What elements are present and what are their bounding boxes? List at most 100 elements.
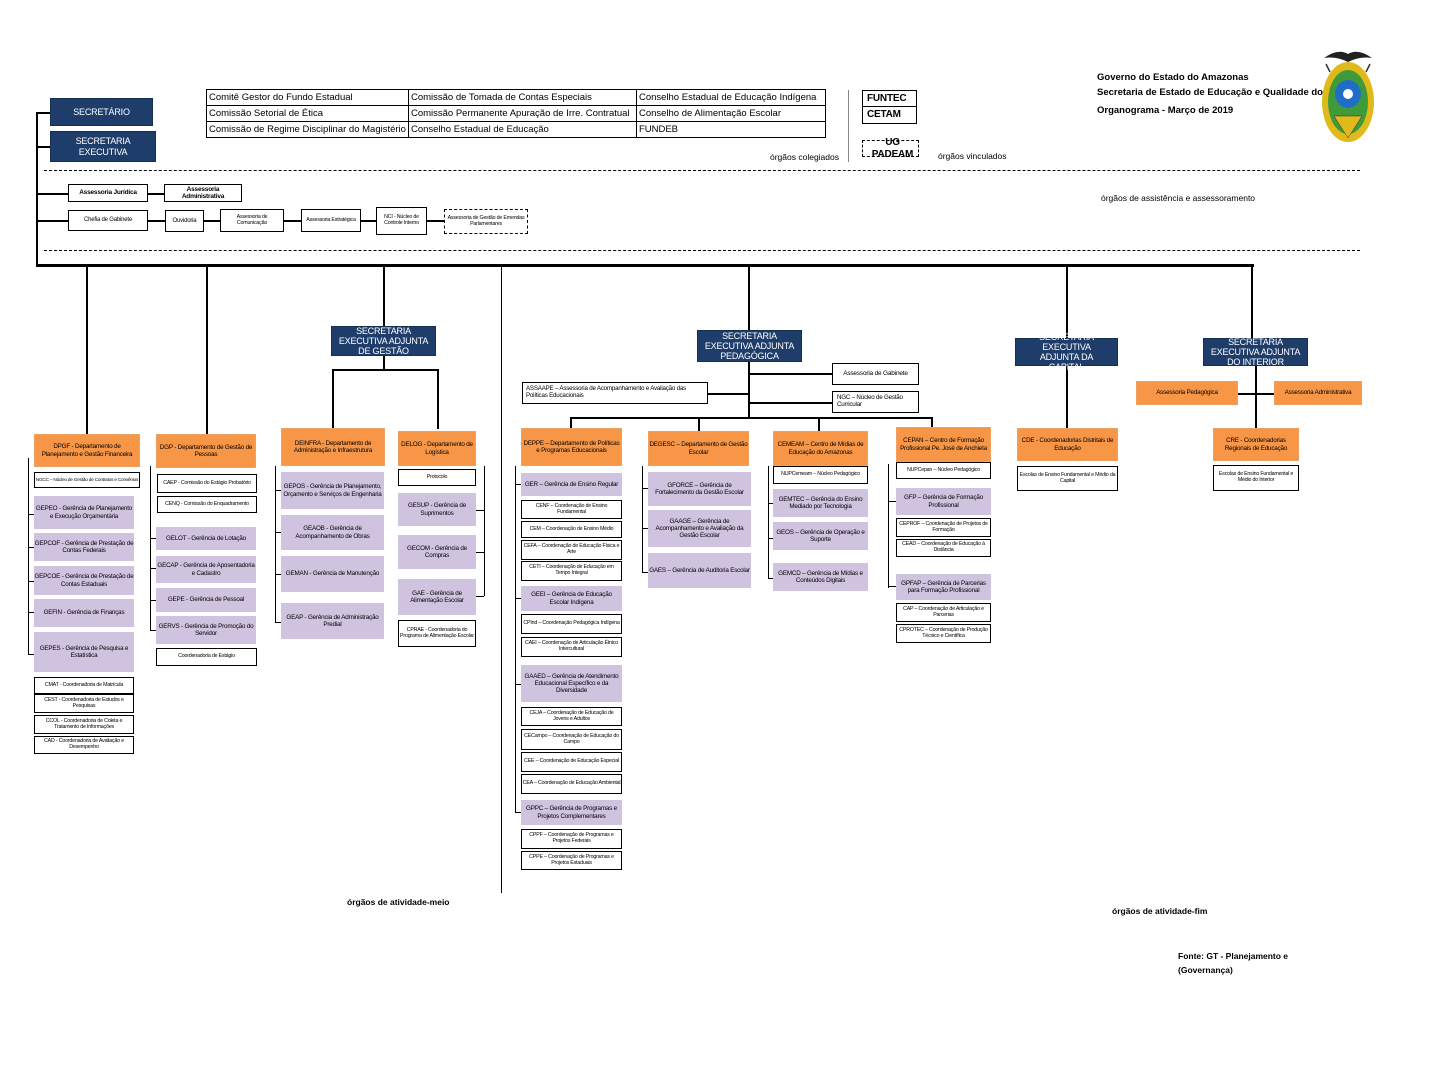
gepos-box[interactable]: GEPOS - Gerência de Planejamento, Orçame… [281,472,384,509]
geos-box[interactable]: GEOS – Gerência de Operação e Suporte [773,522,868,550]
cpind-box[interactable]: CPInd – Coordenação Pedagógica Indígena [521,614,622,634]
chefia-gabinete-box[interactable]: Chefia de Gabinete [68,210,148,231]
assessoria-juridica-box[interactable]: Assessoria Jurídica [68,184,148,202]
seag-box[interactable]: SECRETARIA EXECUTIVA ADJUNTA DE GESTÃO [331,326,436,356]
gaage-box[interactable]: GAAGE – Gerência de Acompanhamento e Ava… [648,510,751,547]
cap-box[interactable]: CAP – Coordenação de Articulação e Parce… [896,603,991,622]
deinfra-box[interactable]: DEINFRA - Departamento de Administração … [281,428,385,466]
cmat-box[interactable]: CMAT - Coordenadoria de Matrícula [34,677,134,694]
seai-box[interactable]: SECRETARIA EXECUTIVA ADJUNTA DO INTERIOR [1203,337,1308,367]
assessoria-administrativa-interior-box[interactable]: Assessoria Administrativa [1274,381,1362,405]
connector [383,265,385,327]
connector [888,464,889,588]
cem-box[interactable]: CEM – Coordenação de Ensino Médio [521,521,622,538]
geap-box[interactable]: GEAP - Gerência de Administração Predial [281,603,384,639]
connector [570,417,572,428]
geman-box[interactable]: GEMAN - Gerência de Manutenção [281,556,384,592]
cead-box[interactable]: CEAD – Coordenação de Educação à Distânc… [896,539,991,557]
cad-box[interactable]: CAD - Coordenadoria de Avaliação e Desem… [34,736,134,754]
assessoria-gabinete-box[interactable]: Assessoria de Gabinete [832,363,919,385]
connector [888,586,896,587]
connector [28,458,29,654]
ngc-box[interactable]: NGC – Núcleo de Gestão Curricular [832,391,919,413]
cppf-box[interactable]: CPPF – Coordenação de Programas e Projet… [521,829,622,849]
escolas-interior-box[interactable]: Escolas de Ensino Fundamental e Médio do… [1213,465,1299,491]
cefa-box[interactable]: CEFA – Coordenação de Educação Física e … [521,540,622,560]
estagio-box[interactable]: Coordenadoria de Estágio [156,648,257,666]
gecap-box[interactable]: GECAP - Gerência de Aposentadoria e Cada… [156,556,256,583]
assessoria-estrategica-box[interactable]: Assessoria Estratégica [301,209,361,232]
ger-box[interactable]: GER – Gerência de Ensino Regular [521,473,622,496]
ceti-box[interactable]: CETI – Coordenação de Educação em Tempo … [521,561,622,581]
ccol-box[interactable]: CCOL - Coordenadoria de Coleta e Tratame… [34,715,134,734]
cenq-box[interactable]: CENQ - Comissão do Enquadramento [157,496,257,513]
cest-box[interactable]: CEST - Coordenadoria de Estudos e Pesqui… [34,694,134,713]
gepes-box[interactable]: GEPES - Gerência de Pesquisa e Estatísti… [34,632,134,672]
gepcoe-box[interactable]: GEPCOE - Gerência de Prestação de Contas… [34,566,134,595]
ceja-box[interactable]: CEJA – Coordenação de Educação de Jovens… [521,707,622,726]
dgp-box[interactable]: DGP - Departamento de Gestão de Pessoas [156,434,256,468]
connector [1251,265,1253,338]
escolas-capital-box[interactable]: Escolas de Ensino Fundamental e Médio da… [1017,466,1118,491]
cprae-box[interactable]: CPRAE - Coordenadoria do Programa de Ali… [398,620,476,647]
cre-box[interactable]: CRE - Coordenadorias Regionais de Educaç… [1213,428,1299,461]
gelot-box[interactable]: GELOT - Gerência de Lotação [156,527,256,550]
geei-box[interactable]: GEEI – Gerência de Educação Escolar Indí… [521,586,622,611]
cetam-box[interactable]: CETAM [862,107,917,124]
gppc-box[interactable]: GPPC – Gerência de Programas e Projetos … [521,800,622,825]
ngcc-box[interactable]: NGCC – Núcleo de Gestão de Contratos e C… [34,472,140,488]
ceprof-box[interactable]: CEPROF – Coordenação de Projetos de Form… [896,518,991,537]
gecom-box[interactable]: GECOM - Gerência de Compras [398,535,476,569]
geaob-box[interactable]: GEAOB - Gerência de Acompanhamento de Ob… [281,515,384,550]
cenf-box[interactable]: CENF – Coordenação de Ensino Fundamental [521,500,622,519]
assessoria-administrativa-box[interactable]: Assessoria Administrativa [164,184,242,202]
gfp-box[interactable]: GFP – Gerência de Formação Profissional [896,488,991,515]
caei-box[interactable]: CAEI – Coordenação de Articulação Étnico… [521,637,622,657]
ug-padeam-box[interactable]: UG PADEAM [862,137,919,160]
seac-box[interactable]: SECRETARIA EXECUTIVA ADJUNTA DA CAPITAL [1015,332,1118,372]
connector [437,369,439,429]
gforce-box[interactable]: GFORCE – Gerência de Fortalecimento da G… [648,472,751,506]
cppe-box[interactable]: CPPE – Coordenação de Programas e Projet… [521,851,622,870]
secretaria-executiva-box[interactable]: SECRETARIA EXECUTIVA [50,131,156,162]
gesup-box[interactable]: GESUP - Gerência de Suprimentos [398,493,476,526]
delog-box[interactable]: DELOG - Departamento de Logística [398,431,476,466]
degesc-box[interactable]: DEGESC – Departamento de Gestão Escolar [648,431,749,466]
cee-box[interactable]: CEE – Coordenação de Educação Especial [521,752,622,772]
cprotec-box[interactable]: CPROTEC – Coordenação de Produção Técnic… [896,624,991,643]
deppe-box[interactable]: DEPPE – Departamento de Políticas e Prog… [521,428,622,466]
protocolo-box[interactable]: Protocolo [398,469,476,486]
assaape-box[interactable]: ASSAAPE – Assessoria de Acompanhamento e… [522,382,708,404]
assessoria-comunicacao-box[interactable]: Assessoria de Comunicação [220,209,284,232]
colegiado-cell: Conselho Estadual de Educação Indígena [635,89,826,106]
cde-box[interactable]: CDE - Coordenadorias Distritais de Educa… [1017,428,1118,461]
nupcepan-box[interactable]: NUPCepan – Núcleo Pedagógico [896,462,991,479]
cepan-box[interactable]: CEPAN – Centro de Formação Profissional … [896,427,991,462]
cea-box[interactable]: CEA – Coordenação de Educação Ambiental [521,774,622,794]
connector [332,369,334,429]
gemtec-box[interactable]: GEMTEC – Gerência do Ensino Mediado por … [773,489,868,517]
gervs-box[interactable]: GERVS - Gerência de Promoção do Servidor [156,616,256,644]
gpfap-box[interactable]: GPFAP – Gerência de Parcerias para Forma… [896,574,991,600]
colegiado-cell: Comissão Permanente Apuração de Irre. Co… [407,105,637,122]
gaaed-box[interactable]: GAAED – Gerência de Atendimento Educacio… [521,665,622,702]
dpgf-box[interactable]: DPGF - Departamento de Planejamento e Ge… [34,434,140,467]
ouvidoria-box[interactable]: Ouvidoria [165,210,204,232]
caep-box[interactable]: CAEP - Comissão do Estágio Probatório [157,474,257,493]
nupcemeam-box[interactable]: NUPCemeam – Núcleo Pedagógico [773,466,868,484]
gemcd-box[interactable]: GEMCD – Gerência de Mídias e Conteúdos D… [773,563,868,591]
gefin-box[interactable]: GEFIN - Gerência de Finanças [34,599,134,627]
seap-box[interactable]: SECRETARIA EXECUTIVA ADJUNTA PEDAGÓGICA [697,330,802,362]
gepcof-box[interactable]: GEPCOF - Gerência de Prestação de Contas… [34,533,134,561]
cemeam-box[interactable]: CEMEAM – Centro de Mídias de Educação do… [773,431,868,466]
gae-box[interactable]: GAE - Gerência de Alimentação Escolar [398,579,476,615]
nci-box[interactable]: NCI - Núcleo de Controle Interno [376,207,427,235]
emendas-box[interactable]: Assessoria de Gestão de Emendas Parlamen… [444,209,528,234]
funtec-box[interactable]: FUNTEC [862,90,917,107]
assessoria-pedagogica-box[interactable]: Assessoria Pedagógica [1136,381,1238,405]
gepe-box[interactable]: GEPE - Gerência de Pessoal [156,588,256,612]
gaes-box[interactable]: GAES – Gerência de Auditoria Escolar [648,553,751,588]
gepeo-box[interactable]: GEPEO - Gerência de Planejamento e Execu… [34,496,134,529]
secretario-box[interactable]: SECRETÁRIO [50,98,153,126]
cecampo-box[interactable]: CECampo – Coordenação de Educação do Cam… [521,729,622,750]
